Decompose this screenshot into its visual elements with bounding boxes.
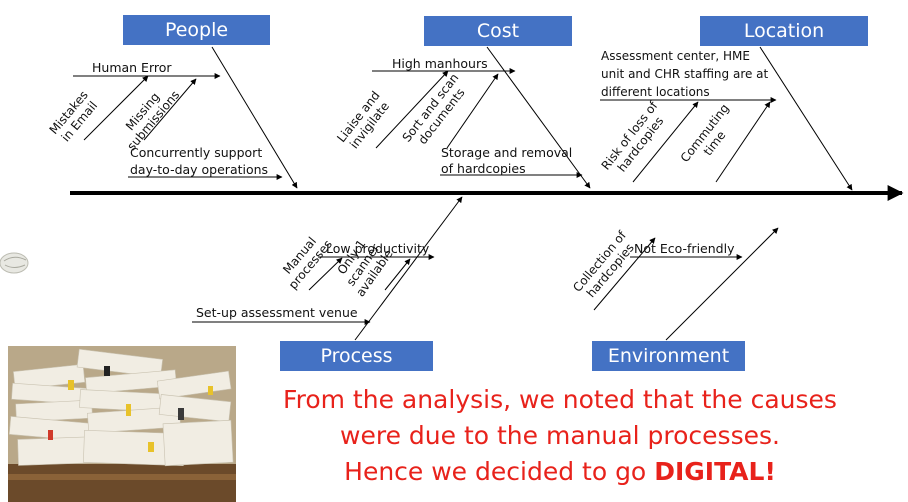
conclusion-text: From the analysis, we noted that the cau… [240, 382, 880, 490]
risk-line [632, 101, 699, 183]
process-bone [354, 196, 463, 341]
location-bone [759, 46, 853, 191]
cause-assessment-line3: different locations [601, 85, 710, 99]
cause-concurrent-support-line1: Concurrently support [130, 145, 263, 160]
mistakes-line [83, 75, 149, 141]
stamp-image [0, 252, 29, 274]
cause-high-manhours: High manhours [392, 56, 488, 71]
cause-assessment-line2: unit and CHR staffing are at [601, 67, 769, 81]
conclusion-line-3-prefix: Hence we decided to go [344, 457, 655, 486]
cause-assessment-line1: Assessment center, HME [601, 49, 750, 63]
commuting-line [715, 101, 771, 183]
cause-concurrent-support-line2: day-to-day operations [130, 162, 269, 177]
category-location: Location [700, 16, 868, 46]
paper-stack-photo [8, 346, 236, 502]
only-scanner-line [384, 258, 411, 291]
category-environment: Environment [592, 341, 745, 371]
cause-storage-removal-line2: of hardcopies [441, 161, 526, 176]
environment-bone [665, 227, 779, 341]
category-process: Process [280, 341, 433, 371]
conclusion-emphasis: DIGITAL! [654, 457, 776, 486]
cause-storage-removal-line1: Storage and removal [441, 145, 573, 160]
conclusion-line-3: Hence we decided to go DIGITAL! [240, 454, 880, 490]
liaise-line [375, 70, 449, 149]
conclusion-line-2: were due to the manual processes. [340, 421, 780, 450]
collection-line [593, 237, 656, 311]
category-cost: Cost [424, 16, 572, 46]
cause-human-error: Human Error [92, 60, 172, 75]
people-bone [211, 46, 298, 189]
cause-not-eco-friendly: Not Eco-friendly [634, 241, 735, 256]
manual-processes-line [308, 257, 343, 291]
category-people: People [123, 15, 270, 45]
sort-scan-line [446, 73, 499, 149]
cause-low-productivity: Low productivity [326, 241, 430, 256]
conclusion-line-1: From the analysis, we noted that the cau… [283, 385, 837, 414]
cause-setup-assessment-venue: Set-up assessment venue [196, 305, 358, 320]
missing-line [143, 78, 197, 141]
